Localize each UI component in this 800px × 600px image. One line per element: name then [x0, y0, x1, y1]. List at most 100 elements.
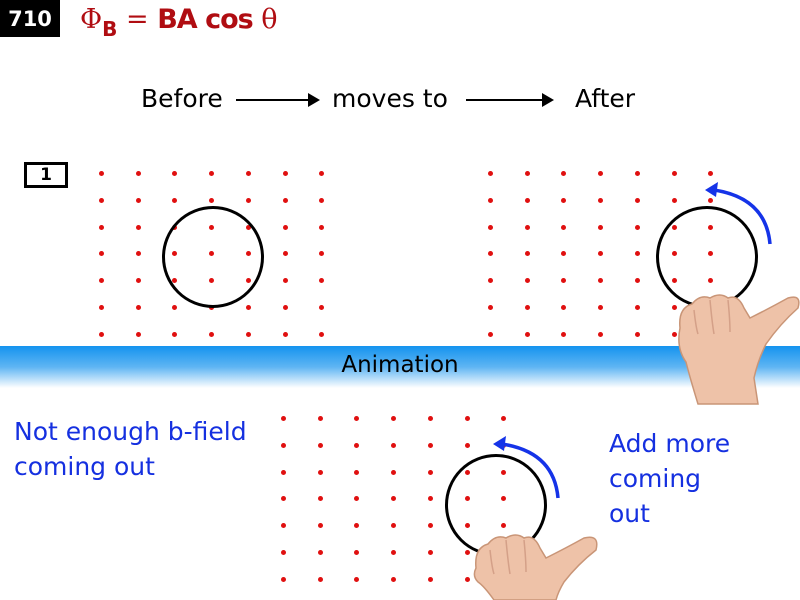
- field-dot-icon: [464, 442, 470, 448]
- field-dot-icon: [391, 496, 397, 502]
- field-dot-icon: [488, 305, 493, 310]
- field-dot-icon: [427, 469, 433, 475]
- field-dot-icon: [172, 331, 178, 337]
- field-dot-icon: [524, 197, 530, 203]
- field-dot-icon: [135, 331, 141, 337]
- field-dot-icon: [317, 416, 323, 421]
- field-dot-icon: [427, 416, 433, 421]
- formula-subscript: B: [102, 17, 118, 41]
- field-dot-icon: [561, 278, 567, 284]
- field-dot-icon: [135, 224, 141, 230]
- field-dot-icon: [464, 576, 470, 582]
- field-dot-icon: [282, 197, 288, 203]
- field-dot-icon: [245, 171, 251, 176]
- field-dot-icon: [561, 197, 567, 203]
- field-dot-icon: [561, 331, 567, 337]
- field-dot-icon: [99, 171, 104, 176]
- right-hand-thumb-icon: [678, 294, 800, 405]
- field-dot-icon: [281, 469, 286, 475]
- field-dot-icon: [99, 278, 104, 284]
- field-dot-icon: [317, 469, 323, 475]
- note-line: Not enough b-field: [14, 417, 247, 446]
- field-dot-icon: [282, 224, 288, 230]
- field-dot-icon: [488, 331, 493, 337]
- field-dot-icon: [488, 278, 493, 284]
- field-dot-icon: [634, 251, 640, 257]
- field-dot-icon: [427, 496, 433, 502]
- field-dot-icon: [354, 550, 360, 555]
- field-dot-icon: [319, 305, 325, 310]
- field-dot-icon: [354, 469, 360, 475]
- note-not-enough-field: Not enough b-field coming out: [14, 414, 247, 484]
- field-dot-icon: [671, 305, 677, 310]
- flux-formula: ΦB = BA cos θ: [80, 4, 278, 41]
- field-dot-icon: [281, 576, 286, 582]
- field-dot-icon: [391, 576, 397, 582]
- field-dot-icon: [317, 442, 323, 448]
- field-dot-icon: [317, 523, 323, 529]
- label-moves-to: moves to: [332, 84, 448, 113]
- field-dot-icon: [524, 305, 530, 310]
- field-dot-icon: [708, 171, 714, 176]
- field-dot-icon: [354, 523, 360, 529]
- field-dot-icon: [209, 197, 215, 203]
- curved-arrow-counterclockwise-icon: [705, 182, 772, 245]
- field-dot-icon: [501, 416, 507, 421]
- label-before: Before: [141, 84, 223, 113]
- field-dot-icon: [317, 576, 323, 582]
- field-dot-icon: [282, 278, 288, 284]
- field-dot-icon: [391, 442, 397, 448]
- formula-rhs: BA cos: [157, 4, 254, 35]
- field-dot-icon: [319, 224, 325, 230]
- field-dot-icon: [282, 305, 288, 310]
- field-dot-icon: [319, 251, 325, 257]
- field-dot-icon: [391, 416, 397, 421]
- field-dot-icon: [598, 224, 604, 230]
- field-dot-icon: [245, 331, 251, 337]
- animation-banner: [0, 346, 800, 388]
- note-line: out: [609, 499, 650, 528]
- note-add-more: Add more coming out: [609, 426, 730, 531]
- field-dot-icon: [281, 550, 286, 555]
- field-dot-icon: [427, 523, 433, 529]
- field-dot-icon: [524, 224, 530, 230]
- slide-number-badge: 710: [0, 0, 60, 37]
- field-dot-icon: [245, 305, 251, 310]
- field-dot-icon: [99, 197, 104, 203]
- field-dot-icon: [317, 496, 323, 502]
- field-dot-icon: [524, 331, 530, 337]
- field-dot-icon: [319, 278, 325, 284]
- field-dot-icon: [488, 171, 493, 176]
- field-dot-icon: [671, 197, 677, 203]
- animation-label: Animation: [341, 352, 459, 378]
- field-dot-icon: [634, 305, 640, 310]
- field-dot-icon: [524, 171, 530, 176]
- field-dot-icon: [317, 550, 323, 555]
- field-dot-icon: [282, 171, 288, 176]
- field-dot-icon: [99, 251, 104, 257]
- field-dot-icon: [598, 305, 604, 310]
- field-dot-icon: [708, 197, 714, 203]
- field-dot-icon: [135, 278, 141, 284]
- field-dot-icon: [671, 171, 677, 176]
- field-dot-icon: [281, 442, 286, 448]
- field-dot-icon: [391, 550, 397, 555]
- curved-arrow-counterclockwise-icon: [493, 436, 560, 499]
- field-dot-icon: [319, 197, 325, 203]
- arrow-right-icon: [236, 93, 320, 107]
- field-dot-icon: [281, 523, 286, 529]
- field-dot-icon: [172, 197, 178, 203]
- field-dot-icon: [281, 416, 286, 421]
- field-dot-icon: [282, 331, 288, 337]
- field-dot-icon: [354, 576, 360, 582]
- step-number-box: 1: [24, 162, 68, 188]
- field-dot-icon: [561, 251, 567, 257]
- wire-loop-icon: [162, 206, 264, 308]
- field-dot-icon: [391, 523, 397, 529]
- field-dot-icon: [634, 331, 640, 337]
- field-dot-icon: [99, 305, 104, 310]
- field-dot-icon: [135, 171, 141, 176]
- field-dot-icon: [427, 442, 433, 448]
- field-dot-icon: [172, 171, 178, 176]
- field-dot-icon: [561, 305, 567, 310]
